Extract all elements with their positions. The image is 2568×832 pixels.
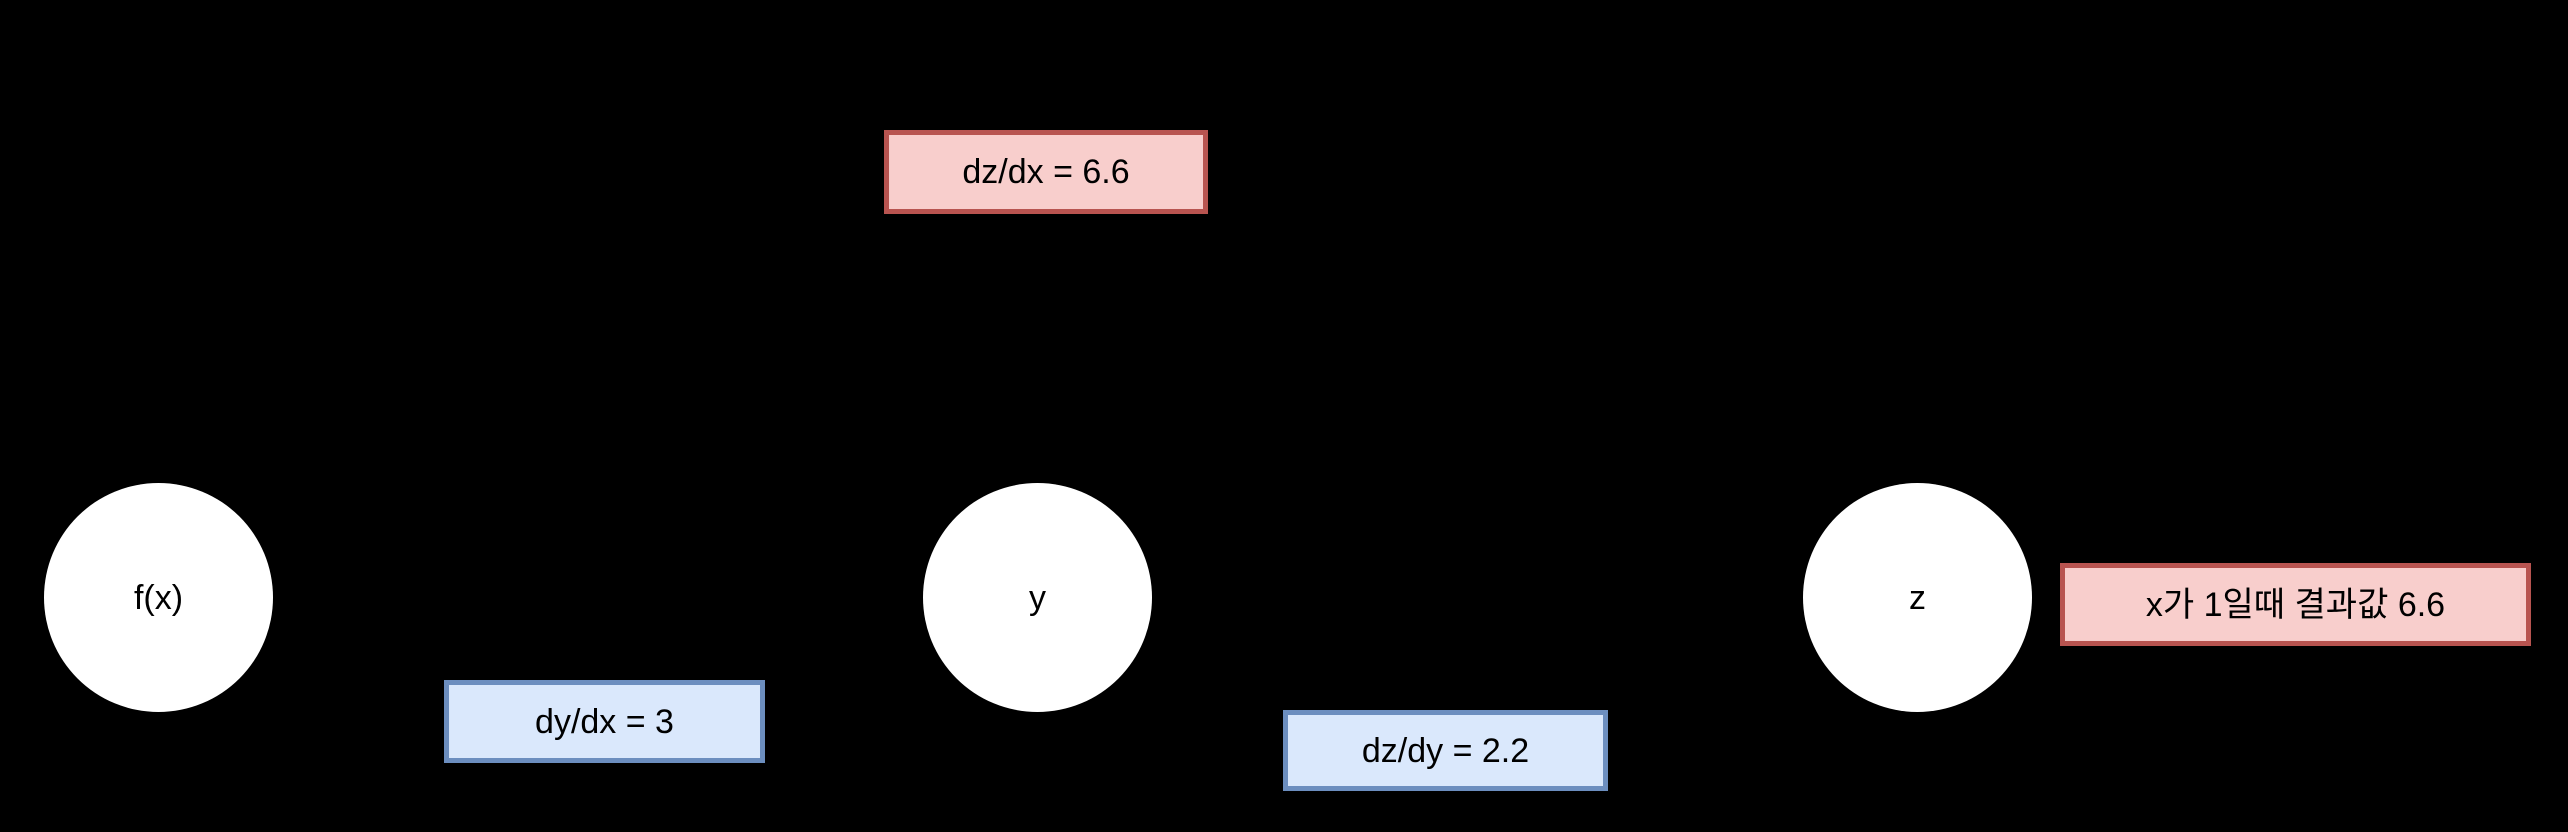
node-y-label: y xyxy=(1029,578,1046,617)
annotation-dy-dx[interactable]: dy/dx = 3 xyxy=(444,680,765,763)
node-fx[interactable]: f(x) xyxy=(44,483,273,712)
node-fx-label: f(x) xyxy=(133,578,184,617)
annotation-dz-dx-label: dz/dx = 6.6 xyxy=(962,153,1130,191)
node-z-label: z xyxy=(1909,578,1926,617)
annotation-dz-dx[interactable]: dz/dx = 6.6 xyxy=(884,130,1208,214)
annotation-result-label: x가 1일때 결과값 6.6 xyxy=(2145,585,2446,624)
annotation-dz-dy[interactable]: dz/dy = 2.2 xyxy=(1283,710,1608,791)
annotation-dz-dy-label: dz/dy = 2.2 xyxy=(1361,731,1530,770)
annotation-result[interactable]: x가 1일때 결과값 6.6 xyxy=(2060,563,2531,646)
annotation-dy-dx-label: dy/dx = 3 xyxy=(535,702,674,741)
node-y[interactable]: y xyxy=(923,483,1152,712)
node-z[interactable]: z xyxy=(1803,483,2032,712)
edge-fx-to-dzdx xyxy=(157,212,1047,485)
